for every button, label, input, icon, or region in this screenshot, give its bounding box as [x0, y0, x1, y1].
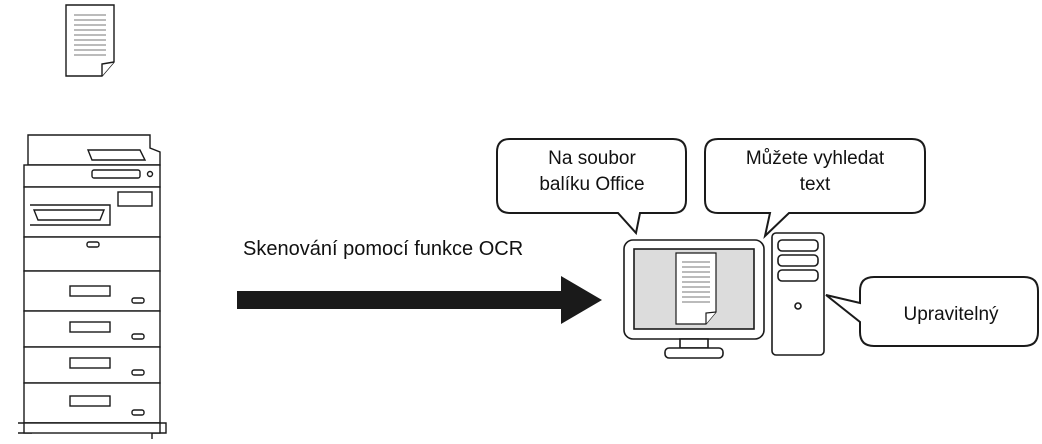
- bubble-office-file-text: Na soubor balíku Office: [497, 146, 687, 198]
- bubble-searchable-line2: text: [799, 174, 831, 195]
- speech-bubble-3: [825, 276, 1039, 347]
- bubble-searchable-line1: Můžete vyhledat: [745, 148, 885, 169]
- right-arrow-icon: [237, 276, 602, 324]
- computer-tower-icon: [771, 232, 825, 356]
- bubble-editable-line1: Upravitelný: [903, 304, 999, 325]
- bubble-office-line2: balíku Office: [539, 174, 645, 195]
- speech-bubble-2: [704, 138, 926, 239]
- bubble-office-line1: Na soubor: [548, 148, 636, 169]
- multifunction-printer-icon: [18, 134, 167, 439]
- scan-ocr-label: Skenování pomocí funkce OCR: [243, 238, 524, 260]
- bubble-editable-text: Upravitelný: [862, 302, 1040, 328]
- screen-document-icon: [675, 252, 717, 325]
- speech-bubble-1: [496, 138, 687, 236]
- bubble-searchable-text: Můžete vyhledat text: [705, 146, 925, 198]
- source-document-icon: [65, 4, 115, 77]
